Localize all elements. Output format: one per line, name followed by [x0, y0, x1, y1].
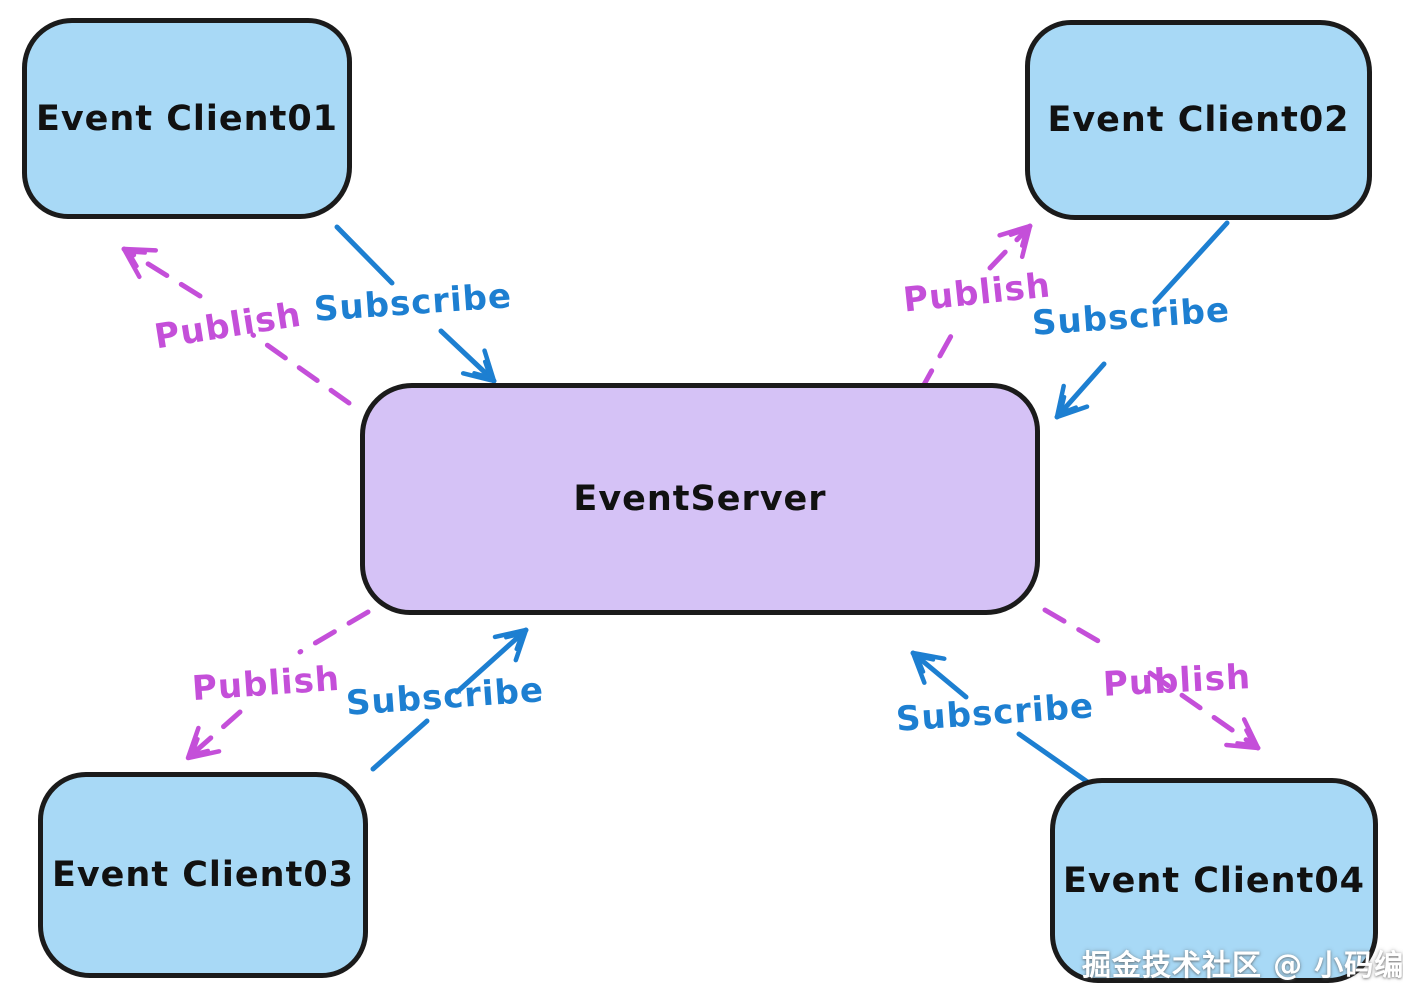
- edge-label-publish-client04: Publish: [1101, 657, 1253, 705]
- publish-arrow-to-client03: [185, 609, 371, 761]
- publish-arrow-to-client01: [121, 246, 352, 406]
- node-event-client02: Event Client02: [1025, 20, 1372, 220]
- watermark-text: 掘金技术社区 @ 小码编匠: [1082, 948, 1403, 982]
- node-event-client04: Event Client04: [1050, 778, 1378, 983]
- node-label-event-client04: Event Client04: [1062, 860, 1366, 901]
- node-event-client03: Event Client03: [38, 772, 368, 978]
- publish-arrow-to-client02: [918, 223, 1033, 393]
- subscribe-arrow-from-client03: [370, 627, 529, 772]
- subscribe-arrow-from-client04: [910, 650, 1092, 786]
- node-event-client01: Event Client01: [22, 18, 352, 219]
- subscribe-arrow-from-client02: [1054, 220, 1230, 420]
- subscribe-arrow-from-client01: [334, 224, 497, 384]
- node-label-event-client01: Event Client01: [35, 98, 339, 139]
- node-event-server: EventServer: [360, 383, 1040, 615]
- node-label-event-server: EventServer: [573, 479, 827, 519]
- publish-arrow-to-client04: [1042, 607, 1261, 751]
- node-label-event-client03: Event Client03: [51, 855, 355, 895]
- node-label-event-client02: Event Client02: [1047, 100, 1350, 140]
